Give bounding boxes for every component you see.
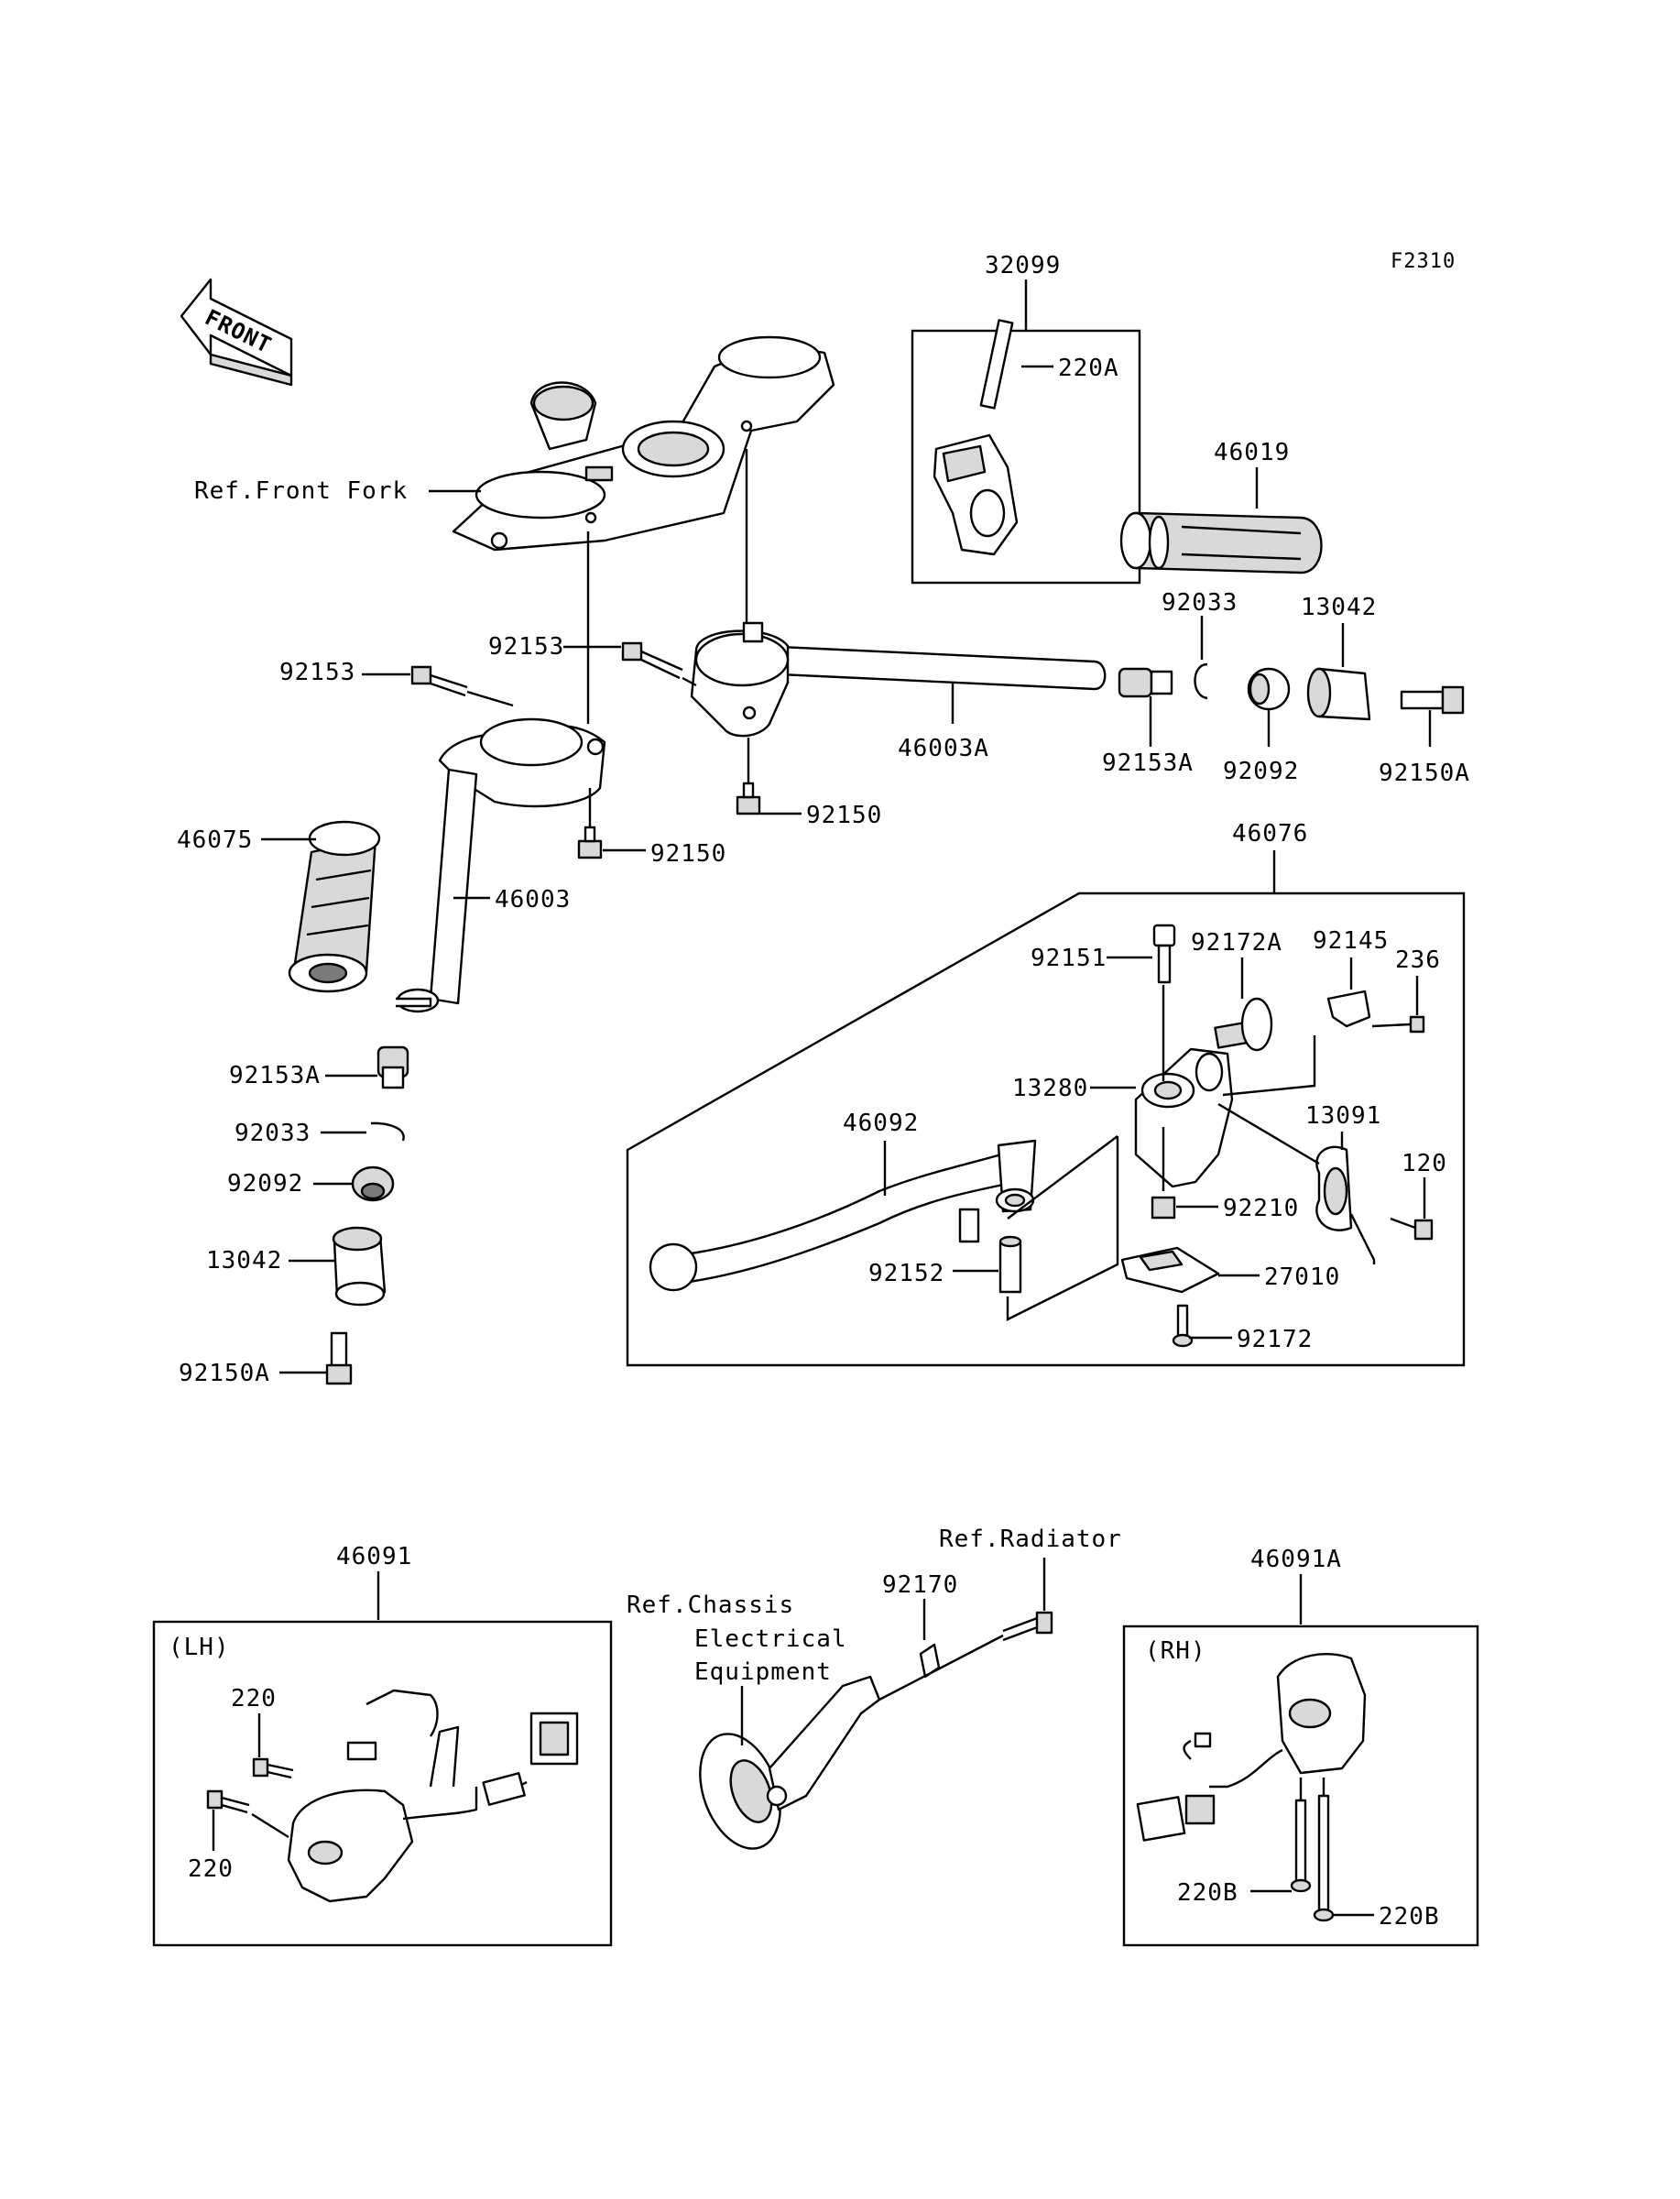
part-92172A: 92172A — [1191, 929, 1282, 957]
upper-triple-clamp-icon — [452, 335, 835, 552]
part-46003: 46003 — [495, 886, 571, 914]
screw-220-b-icon — [206, 1789, 250, 1814]
screw-220-a-icon — [252, 1757, 294, 1779]
part-220-b: 220 — [188, 1855, 234, 1883]
washer-92210-icon — [1151, 1196, 1176, 1220]
box-label-32099: 32099 — [985, 252, 1061, 279]
throttle-case-icon — [933, 319, 1019, 556]
screw-92172-icon — [1172, 1304, 1194, 1348]
part-220A: 220A — [1058, 355, 1119, 382]
part-46003A: 46003A — [898, 735, 989, 762]
collar-92152-icon — [998, 1235, 1022, 1294]
screw-220B-a-icon — [1290, 1799, 1312, 1893]
part-92033-left: 92033 — [235, 1120, 311, 1147]
left-grip-icon — [288, 820, 381, 993]
part-27010: 27010 — [1264, 1264, 1340, 1291]
part-92153A-right: 92153A — [1102, 749, 1194, 777]
part-92092-right: 92092 — [1223, 758, 1299, 785]
screw-236-icon — [1371, 1015, 1425, 1034]
rh-side-label: (RH) — [1145, 1637, 1206, 1665]
part-46092: 46092 — [843, 1110, 919, 1137]
part-92033-right: 92033 — [1162, 589, 1238, 617]
rh-switch-box — [1122, 1625, 1479, 1947]
weight-right-icon — [1306, 667, 1371, 721]
part-92150A-right: 92150A — [1379, 760, 1470, 787]
part-92150-right: 92150 — [806, 802, 882, 829]
ref-chassis-label-3: Equipment — [694, 1658, 832, 1686]
lever-assembly-box — [626, 892, 1466, 1367]
clutch-lever-icon — [649, 1139, 1037, 1292]
part-92172: 92172 — [1237, 1326, 1313, 1353]
bolt-92150-left-icon — [577, 826, 603, 859]
bar-end-92153A-right-icon — [1118, 667, 1173, 698]
clamp-13091-icon — [1315, 1145, 1353, 1231]
lh-switch-housing-icon — [287, 1689, 579, 1903]
part-92210: 92210 — [1223, 1195, 1299, 1222]
bolt-92150A-right-icon — [1400, 685, 1465, 715]
part-46019: 46019 — [1214, 439, 1290, 466]
part-92153A-left: 92153A — [229, 1062, 321, 1089]
bolt-92153-left-icon — [410, 665, 468, 697]
part-120: 120 — [1402, 1150, 1447, 1177]
part-92145: 92145 — [1313, 927, 1389, 955]
ref-radiator-label: Ref.Radiator — [939, 1526, 1122, 1553]
part-92092-left: 92092 — [227, 1170, 303, 1198]
clip-92170-icon — [919, 1643, 941, 1679]
part-92170: 92170 — [882, 1571, 958, 1599]
circlip-right-icon — [1194, 662, 1208, 700]
throttle-case-box — [911, 329, 1141, 585]
lh-side-label: (LH) — [169, 1634, 230, 1661]
bolt-radiator-icon — [1002, 1611, 1053, 1642]
right-grip-icon — [1119, 511, 1323, 574]
bolt-92150A-left-icon — [325, 1331, 353, 1385]
part-13091: 13091 — [1305, 1102, 1381, 1130]
ref-chassis-label-2: Electrical — [694, 1625, 847, 1653]
rh-switch-housing-icon — [1136, 1652, 1367, 1842]
figure-code: F2310 — [1391, 250, 1456, 273]
lh-switch-box — [152, 1620, 613, 1947]
part-92151: 92151 — [1031, 945, 1107, 972]
part-92153-mid: 92153 — [488, 633, 564, 661]
ref-chassis-label-1: Ref.Chassis — [627, 1592, 794, 1619]
part-92150A-left: 92150A — [179, 1360, 270, 1387]
switch-plate-92145-icon — [1326, 990, 1371, 1028]
part-236: 236 — [1395, 946, 1441, 974]
bolt-92153-mid-icon — [621, 641, 683, 680]
part-92152: 92152 — [868, 1260, 944, 1287]
circlip-left-icon — [370, 1121, 405, 1142]
adjuster-92172A-icon — [1214, 997, 1273, 1052]
clutch-switch-27010-icon — [1120, 1246, 1220, 1294]
plug-right-icon — [1247, 667, 1291, 711]
weight-left-icon — [332, 1226, 387, 1307]
bolt-120-icon — [1390, 1217, 1434, 1241]
front-arrow-icon: FRONT — [180, 278, 293, 387]
part-13042-left: 13042 — [206, 1247, 282, 1275]
screw-220B-b-icon — [1313, 1794, 1335, 1922]
lever-holder-icon — [1134, 1047, 1234, 1188]
box-label-46091: 46091 — [336, 1543, 412, 1570]
part-92153-left: 92153 — [279, 659, 355, 686]
part-46075: 46075 — [177, 826, 253, 854]
part-220B-a: 220B — [1177, 1879, 1238, 1907]
plug-left-icon — [351, 1165, 395, 1202]
box-label-46091A: 46091A — [1250, 1546, 1342, 1573]
left-handlebar-icon — [396, 717, 606, 1013]
part-13042-right: 13042 — [1301, 594, 1377, 621]
part-13280: 13280 — [1012, 1075, 1088, 1102]
bolt-92150-right-icon — [736, 782, 761, 815]
horn-icon — [699, 1675, 881, 1850]
bolt-92151-icon — [1152, 924, 1176, 984]
box-label-46076: 46076 — [1232, 820, 1308, 848]
part-220-a: 220 — [231, 1685, 277, 1712]
bar-end-92153A-left-icon — [376, 1045, 409, 1089]
ref-front-fork-label: Ref.Front Fork — [194, 477, 408, 505]
right-handlebar-icon — [690, 621, 1107, 738]
part-220B-b: 220B — [1379, 1903, 1440, 1931]
part-92150-left: 92150 — [650, 840, 726, 868]
